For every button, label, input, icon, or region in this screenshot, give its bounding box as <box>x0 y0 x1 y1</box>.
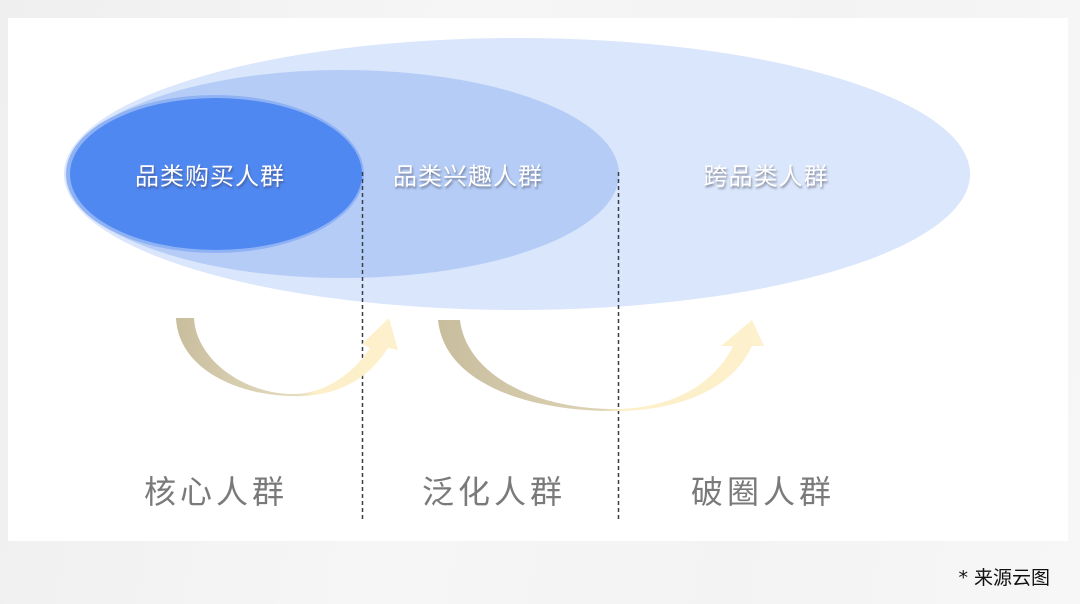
category-interest-label: 品类兴趣人群 <box>393 162 543 191</box>
source-note: * 来源云图 <box>958 567 1050 589</box>
curved-arrow-2-icon <box>438 320 764 412</box>
generalized-audience-label: 泛化人群 <box>421 473 567 511</box>
category-purchase-label: 品类购买人群 <box>135 162 285 191</box>
breakout-audience-label: 破圈人群 <box>690 473 836 511</box>
cross-category-label: 跨品类人群 <box>703 162 829 191</box>
curved-arrow-1-icon <box>176 318 398 397</box>
category-purchase-ellipse <box>70 98 362 250</box>
core-audience-label: 核心人群 <box>143 473 289 511</box>
